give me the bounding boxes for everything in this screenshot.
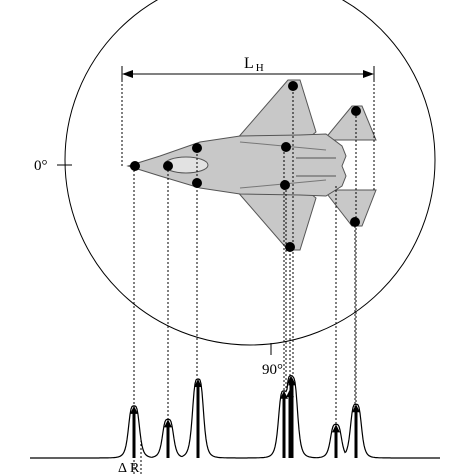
profile-arrowhead-nose xyxy=(130,405,138,414)
delta-symbol: Δ xyxy=(118,461,127,474)
length-arrow-right-head xyxy=(363,70,374,78)
scatterer-dot-nose xyxy=(130,161,140,171)
angle-90-label: 90° xyxy=(262,362,283,378)
delta-r-letter: R xyxy=(130,461,140,474)
profile-arrowhead-wing-tip-lower xyxy=(286,389,294,398)
upper-wing xyxy=(234,79,317,141)
scatterer-dot-wing-tip-upper xyxy=(288,81,298,91)
profile-curve xyxy=(30,375,440,459)
scatterer-dot-wing-root-upper xyxy=(281,142,291,152)
profile-arrowhead-tail-upper xyxy=(332,424,340,433)
scatterer-dot-cockpit-lower xyxy=(192,178,202,188)
length-label-main: L xyxy=(244,55,254,72)
scatterer-dot-wing-tip-lower xyxy=(285,242,295,252)
profile-arrowhead-wing-root-upper xyxy=(280,390,288,399)
scatterer-dot-tail-upper xyxy=(351,106,361,116)
scatterer-dot-tail-lower xyxy=(350,217,360,227)
lower-tail xyxy=(322,189,377,227)
scatterer-dot-canard xyxy=(163,161,173,171)
fuselage xyxy=(126,133,347,197)
scatterer-points xyxy=(130,81,361,252)
scatterer-dot-cockpit-upper xyxy=(192,143,202,153)
reference-circle xyxy=(64,0,436,346)
length-arrow-left-head xyxy=(122,70,133,78)
scatterer-dot-fuselage-center xyxy=(280,180,290,190)
lower-wing xyxy=(234,189,317,251)
profile-arrowhead-canard xyxy=(164,419,172,428)
length-label-subscript: H xyxy=(256,62,264,74)
profile-arrowhead-tail-lower xyxy=(352,404,360,413)
aircraft-silhouette xyxy=(126,79,377,251)
upper-tail xyxy=(322,105,377,141)
range-profile xyxy=(30,375,440,459)
profile-arrowhead-cockpit xyxy=(194,379,202,388)
angle-0-label: 0° xyxy=(34,158,48,174)
profile-arrowhead-fuselage-center xyxy=(287,375,295,384)
